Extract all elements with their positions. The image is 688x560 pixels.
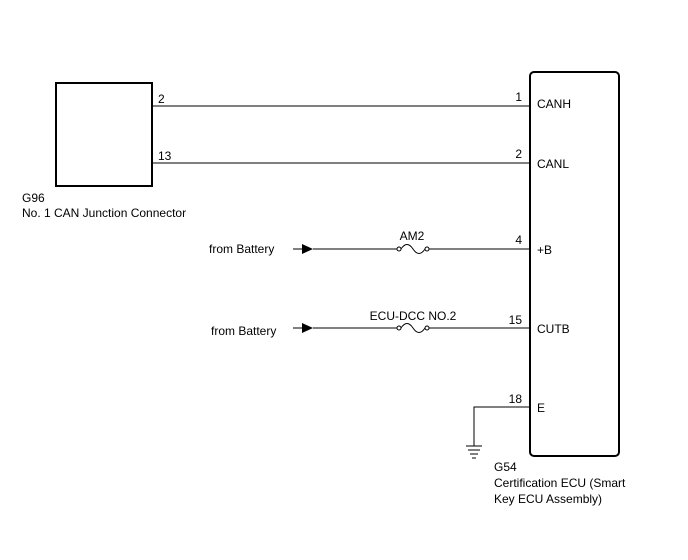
ecu-name-line2: Key ECU Assembly): [494, 492, 602, 506]
ecu-box: [529, 71, 620, 457]
ecu-code: G54: [494, 460, 517, 474]
junction-connector-box: [55, 82, 153, 187]
fuse-ecu-dcc-icon: [396, 323, 430, 333]
ecu-pin-label-cutb: CUTB: [537, 322, 570, 336]
wire-ground: [473, 406, 530, 446]
ecu-pin-number-15: 15: [509, 313, 523, 327]
ecu-name-line1: Certification ECU (Smart: [494, 476, 626, 490]
battery-arrow-2-icon: [302, 323, 313, 333]
junction-pin-canl: 13: [158, 149, 172, 163]
junction-connector-code: G96: [22, 191, 45, 205]
ecu-pin-number-18: 18: [509, 392, 523, 406]
fuse-am2-label: AM2: [400, 229, 425, 243]
ecu-pin-label-b: +B: [537, 243, 552, 257]
fuse-ecu-dcc-label: ECU-DCC NO.2: [370, 309, 457, 323]
fuse-am2-icon: [396, 244, 430, 254]
ecu-pin-label-canl: CANL: [537, 157, 569, 171]
ecu-pin-label-e: E: [537, 401, 545, 415]
ecu-pin-number-4: 4: [515, 233, 522, 247]
junction-pin-canh: 2: [158, 92, 165, 106]
ecu-pin-number-1: 1: [515, 90, 522, 104]
ecu-pin-label-canh: CANH: [537, 97, 571, 111]
ecu-pin-number-2: 2: [515, 147, 522, 161]
ground-icon: [466, 445, 482, 459]
battery-arrow-1-icon: [302, 244, 313, 254]
battery-source-label-2: from Battery: [211, 324, 276, 338]
junction-connector-name: No. 1 CAN Junction Connector: [22, 206, 186, 220]
battery-source-label-1: from Battery: [209, 242, 274, 256]
